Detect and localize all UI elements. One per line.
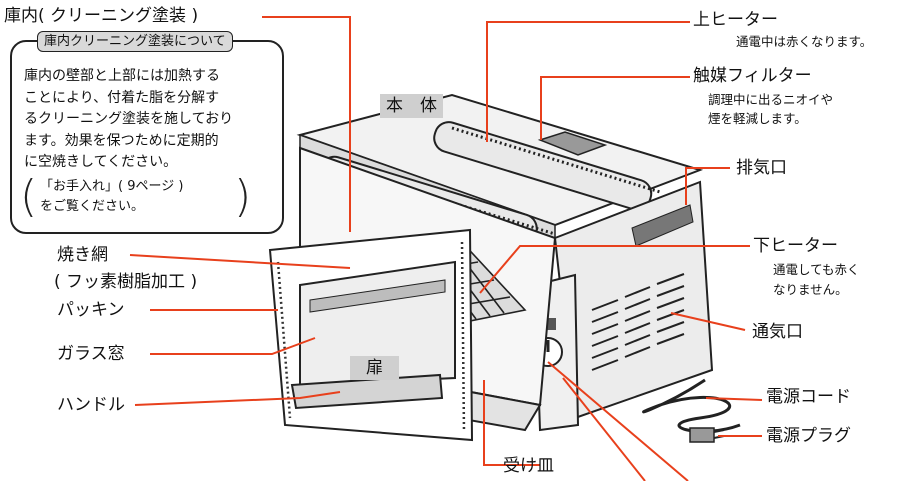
catalyst-filter-note: 調理中に出るニオイや xyxy=(708,92,834,107)
label-interior: 庫内( クリーニング塗装 ) xyxy=(4,6,199,26)
label-packing: パッキン xyxy=(57,300,125,320)
label-lower-heater: 下ヒーター xyxy=(753,236,838,256)
label-handle: ハンドル xyxy=(57,395,125,415)
label-upper-heater: 上ヒーター xyxy=(693,10,778,30)
power-cord xyxy=(642,378,741,433)
note-line: に空焼きしてください。 xyxy=(24,154,178,170)
body-tag: 本 体 xyxy=(380,94,443,118)
exhaust-grill xyxy=(631,204,694,247)
upper-heater-window-1 xyxy=(433,121,653,211)
note-ref-line: をご覧ください。 xyxy=(40,199,145,214)
label-power-plug: 電源プラグ xyxy=(766,426,851,446)
note-line: 庫内の壁部と上部には加熱する xyxy=(24,68,220,84)
cleaning-coating-note: 庫内クリーニング塗装について 庫内の壁部と上部には加熱する ことにより、付着た脂… xyxy=(10,31,284,234)
upper-heater-note: 通電中は赤くなります。 xyxy=(736,34,873,49)
label-grill-net-coating: ( フッ素樹脂加工 ) xyxy=(54,272,198,292)
label-glass-window: ガラス窓 xyxy=(57,344,125,364)
note-body: 庫内の壁部と上部には加熱する ことにより、付着た脂を分解す るクリーニング塗装を… xyxy=(24,66,276,174)
label-catalyst-filter: 触媒フィルター xyxy=(693,66,812,86)
label-power-cord: 電源コード xyxy=(766,387,851,407)
note-title: 庫内クリーニング塗装について xyxy=(37,31,233,52)
note-line: ことにより、付着た脂を分解す xyxy=(24,89,220,106)
catalyst-filter xyxy=(537,131,608,156)
label-vent: 通気口 xyxy=(752,322,803,342)
left-paren: ( xyxy=(20,171,38,222)
note-ref-line: 「お手入れ」( 9ページ ) xyxy=(40,179,184,194)
label-grill-net: 焼き網 xyxy=(57,245,108,265)
note-line: るクリーニング塗装を施しており xyxy=(24,111,234,127)
note-line: ます。効果を保つために定期的 xyxy=(24,132,219,149)
note-reference: 「お手入れ」( 9ページ ) をご覧ください。 xyxy=(40,177,183,217)
lower-heater-note: なりません。 xyxy=(773,282,848,297)
label-drip-tray: 受け皿 xyxy=(503,456,554,476)
power-plug xyxy=(689,427,715,443)
catalyst-filter-note: 煙を軽減します。 xyxy=(708,111,807,126)
right-paren: ) xyxy=(234,171,252,222)
lower-heater-note: 通電しても赤く xyxy=(773,262,860,277)
leader-lines xyxy=(129,16,763,481)
label-exhaust: 排気口 xyxy=(736,158,787,178)
door-tag: 扉 xyxy=(350,356,399,380)
